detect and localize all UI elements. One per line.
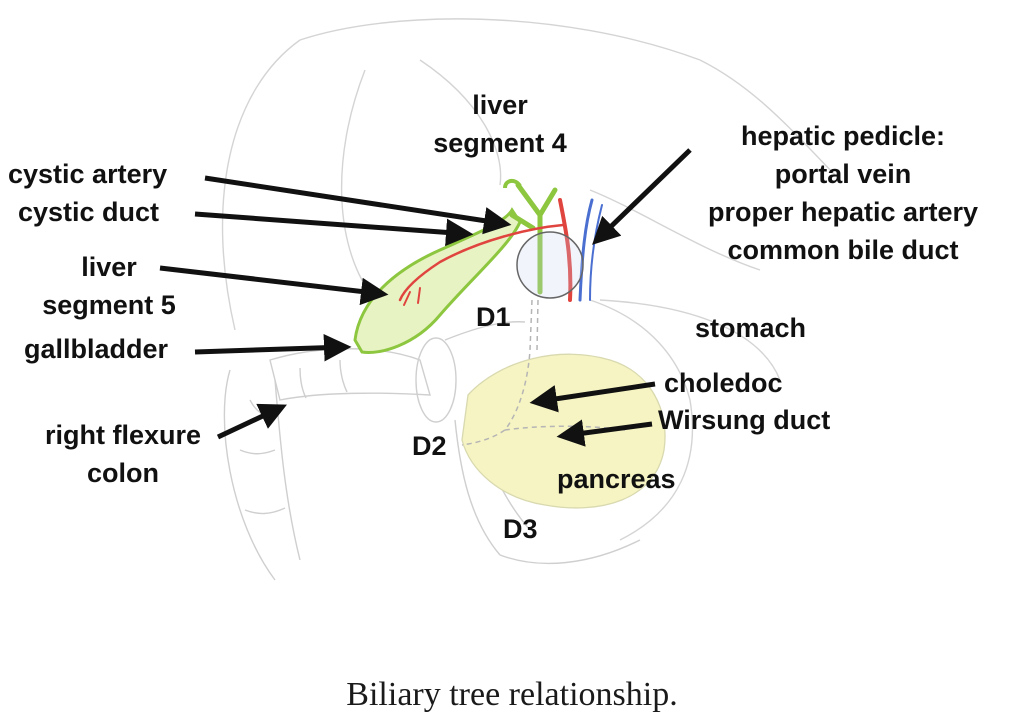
arrow-right-flexure-colon [216, 403, 287, 440]
figure-caption: Biliary tree relationship. [346, 676, 678, 713]
label-d1: D1 [476, 302, 511, 332]
arrow-hepatic-pedicle [592, 148, 692, 245]
liver-outline [221, 18, 841, 381]
label-choledoc: choledoc [664, 368, 783, 398]
label-d2: D2 [412, 431, 447, 461]
label-hepatic-pedicle: hepatic pedicle: portal vein proper hepa… [707, 121, 979, 265]
confluence-circle [516, 231, 584, 299]
label-right-flexure-colon: right flexure colon [44, 420, 202, 488]
hepatic-pedicle-vessels [398, 198, 603, 306]
label-stomach: stomach [695, 313, 807, 343]
pointer-arrows [159, 148, 692, 447]
arrow-cystic-duct [194, 211, 474, 247]
label-cystic-duct: cystic duct [18, 197, 160, 227]
arrow-gallbladder [194, 333, 352, 362]
label-cystic-artery: cystic artery [8, 159, 168, 189]
label-d3: D3 [503, 514, 538, 544]
label-liver-segment-4: liver segment 4 [433, 90, 567, 158]
label-wirsung-duct: Wirsung duct [658, 405, 831, 435]
hepatic-hilum-shape [503, 179, 522, 189]
label-pancreas: pancreas [557, 464, 676, 494]
colon-outline [223, 348, 431, 581]
label-liver-segment-5: liver segment 5 [42, 252, 176, 320]
label-gallbladder: gallbladder [24, 334, 169, 364]
stomach-outline [589, 299, 694, 541]
arrow-cystic-artery [204, 175, 512, 235]
arrow-choledoc [529, 381, 656, 413]
arrow-liver-segment-5 [159, 265, 389, 306]
arrow-wirsung-duct [556, 419, 653, 447]
